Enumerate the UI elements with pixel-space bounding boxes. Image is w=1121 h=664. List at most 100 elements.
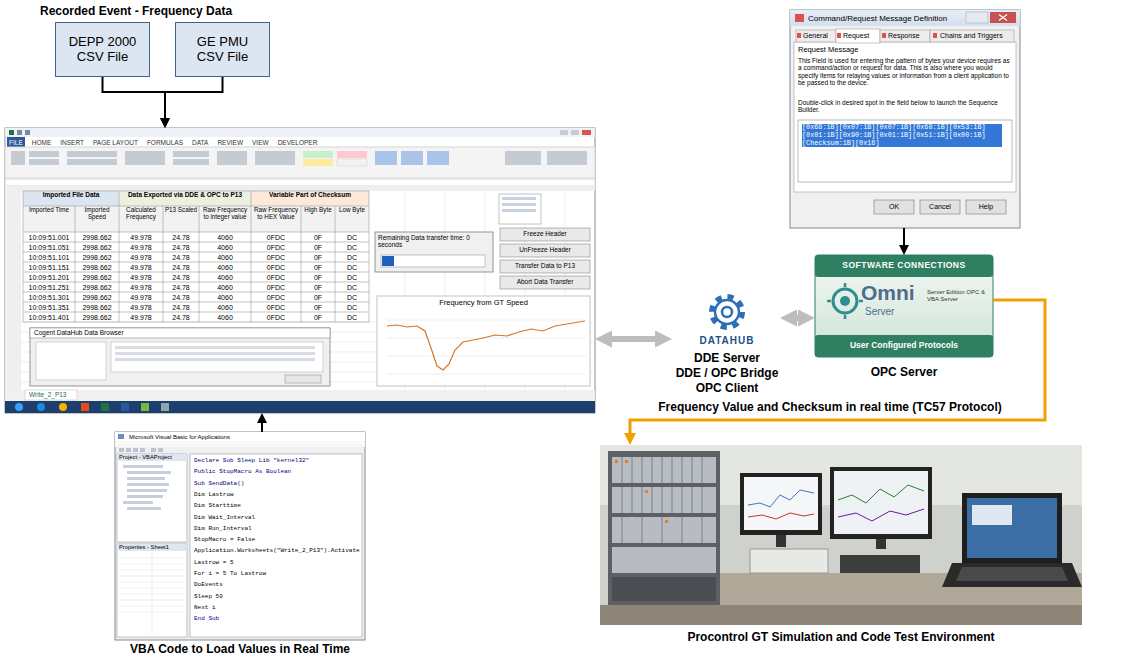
table-cell: 49.978	[120, 284, 162, 291]
hex-sequence: [0x68:1B][0x07:1B][0x07:1B][0x68:1B][0x5…	[802, 124, 1002, 147]
datahub-icon	[712, 297, 742, 327]
table-cell: DC	[336, 234, 368, 241]
table-cell: 49.978	[120, 254, 162, 261]
table-cell: 10:09:51.251	[24, 284, 74, 291]
table-cell: 2998.662	[76, 304, 118, 311]
column-header: Imported Time	[24, 207, 74, 214]
dialog-window: Command/Request Message DefinitionGenera…	[790, 10, 1020, 228]
table-band: Data Exported via DDE & OPC to P13	[120, 192, 250, 199]
ribbon-tab: INSERT	[60, 139, 84, 146]
code-line: StopMacro = False	[194, 537, 255, 544]
connector	[103, 77, 166, 118]
table-cell: 4060	[200, 234, 250, 241]
dialog-screenshot	[790, 10, 1020, 228]
excel-screenshot	[5, 128, 595, 413]
column-header: Calculated Frequency	[120, 207, 162, 221]
table-cell: 0FDC	[252, 244, 300, 251]
logo-text: DATAHUB	[672, 335, 782, 347]
pane-title: Properties - Sheet1	[119, 545, 185, 551]
edition-text: Server Edition OPC & VBA Server	[927, 289, 989, 303]
code-line: End Sub	[194, 616, 219, 623]
table-cell: 0F	[302, 254, 334, 261]
table-cell: 0F	[302, 234, 334, 241]
column-header: High Byte	[302, 207, 334, 214]
omni-server-box: SOFTWARE CONNECTIONSOmniServerServer Edi…	[815, 255, 993, 357]
csv-file-box: GE PMU CSV File	[175, 22, 270, 77]
band-text: User Configured Protocols	[815, 341, 993, 351]
table-cell: 4060	[200, 284, 250, 291]
code-line: Dim Starttime	[194, 503, 241, 510]
role-label: DDE Server	[672, 352, 782, 366]
table-cell: 0FDC	[252, 304, 300, 311]
table-cell: 0FDC	[252, 284, 300, 291]
table-cell: DC	[336, 294, 368, 301]
band-text: SOFTWARE CONNECTIONS	[815, 261, 993, 271]
datahub-node: DATAHUBDDE ServerDDE / OPC BridgeOPC Cli…	[672, 290, 782, 405]
ribbon-tab: PAGE LAYOUT	[93, 139, 138, 146]
table-cell: DC	[336, 274, 368, 281]
table-cell: 2998.662	[76, 234, 118, 241]
logo-text: Omni	[861, 281, 915, 305]
table-cell: 24.78	[164, 264, 198, 271]
table-cell: 24.78	[164, 274, 198, 281]
ribbon-tab: DEVELOPER	[278, 139, 318, 146]
table-cell: 2998.662	[76, 254, 118, 261]
role-label: DDE / OPC Bridge	[672, 367, 782, 381]
table-cell: 49.978	[120, 234, 162, 241]
table-cell: 2998.662	[76, 284, 118, 291]
table-cell: 24.78	[164, 294, 198, 301]
table-cell: 2998.662	[76, 244, 118, 251]
ribbon-tab: REVIEW	[217, 139, 243, 146]
table-cell: 10:09:51.301	[24, 294, 74, 301]
table-cell: 4060	[200, 264, 250, 271]
column-header: Raw Frequency to integer value	[200, 207, 250, 221]
code-line: DoEvents	[194, 582, 223, 589]
ribbon-tab: FILE	[9, 139, 23, 146]
table-cell: DC	[336, 314, 368, 321]
table-cell: 0FDC	[252, 274, 300, 281]
table-cell: 0FDC	[252, 264, 300, 271]
table-cell: 0F	[302, 244, 334, 251]
code-line: Sub SendData()	[194, 481, 244, 488]
table-cell: 0FDC	[252, 294, 300, 301]
column-header: Imported Speed	[76, 207, 118, 221]
table-cell: 49.978	[120, 244, 162, 251]
connector-label: Frequency Value and Checksum in real tim…	[655, 401, 1004, 415]
table-cell: 10:09:51.351	[24, 304, 74, 311]
node-text: GE PMU CSV File	[188, 35, 257, 65]
ribbon-tab: HOME	[32, 139, 52, 146]
caption: VBA Code to Load Values in Real Time	[90, 643, 390, 657]
table-cell: 49.978	[120, 274, 162, 281]
code-line: Dim Lastrow	[194, 492, 234, 499]
table-cell: 4060	[200, 314, 250, 321]
button-label: Abort Data Transfer	[500, 279, 590, 286]
table-cell: 24.78	[164, 254, 198, 261]
table-cell: 49.978	[120, 264, 162, 271]
table-band: Variable Part of Checksum	[252, 192, 368, 199]
table-cell: 4060	[200, 274, 250, 281]
table-cell: 24.78	[164, 244, 198, 251]
column-header: Raw Frequency to HEX Value	[252, 207, 300, 221]
tab-label: Request	[843, 32, 869, 40]
ribbon-tab: FORMULAS	[147, 139, 183, 146]
table-cell: 2998.662	[76, 294, 118, 301]
table-cell: DC	[336, 264, 368, 271]
excel-window: Frequency from GT Speed	[5, 128, 595, 413]
connector	[903, 228, 905, 245]
table-cell: 4060	[200, 304, 250, 311]
tab-label: Response	[888, 32, 920, 40]
code-line: For i = 5 To Lastrow	[194, 571, 266, 578]
tab-label: General	[803, 32, 828, 40]
table-cell: 0FDC	[252, 254, 300, 261]
code-line: Sleep 50	[194, 594, 223, 601]
window-title: Microsoft Visual Basic for Applications	[129, 434, 230, 440]
button-label: Freeze Header	[500, 231, 590, 238]
caption: Procontrol GT Simulation and Code Test E…	[600, 631, 1082, 645]
table-cell: 0F	[302, 264, 334, 271]
table-cell: 4060	[200, 254, 250, 261]
table-cell: 0F	[302, 294, 334, 301]
table-cell: DC	[336, 304, 368, 311]
button-label: Cancel	[920, 203, 960, 211]
heading: Recorded Event - Frequency Data	[40, 5, 232, 19]
